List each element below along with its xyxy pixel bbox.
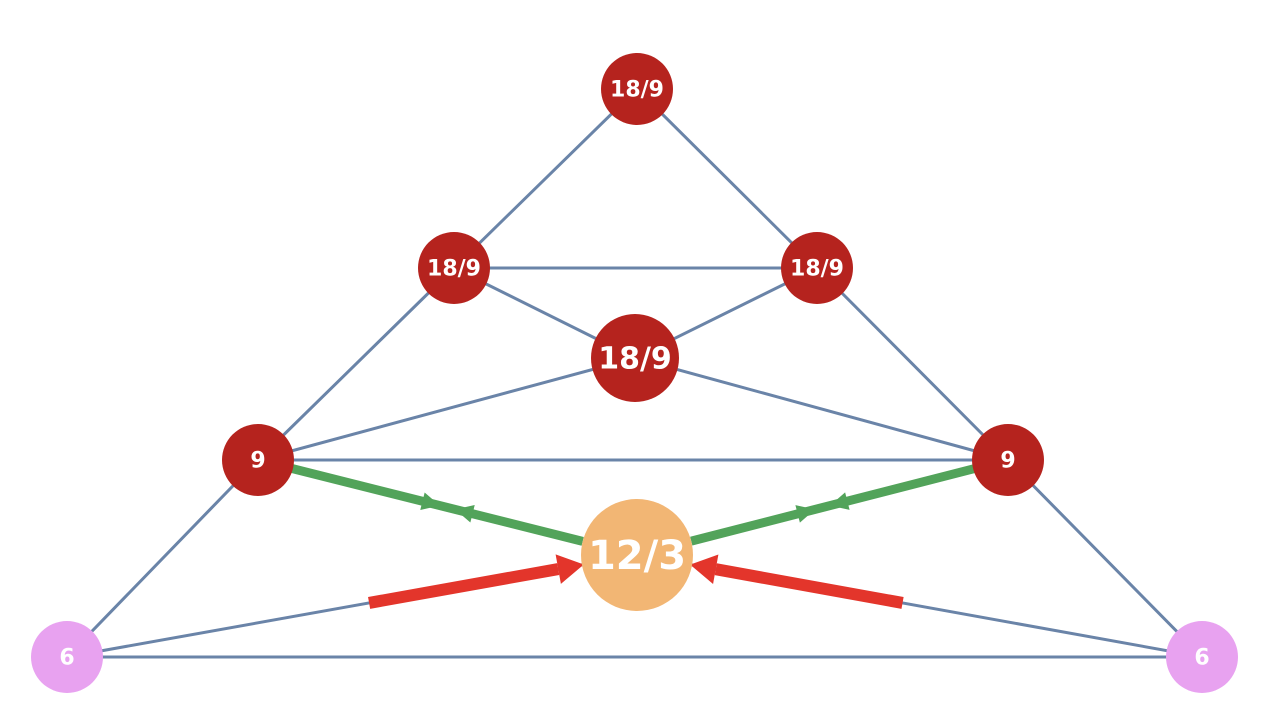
- edge-upper-left-middle-left: [256, 266, 456, 462]
- flow-arrow-head: [555, 554, 584, 584]
- edge-top-upper-left: [452, 87, 639, 270]
- edge-upper-right-middle-right: [815, 266, 1010, 462]
- node-label: 6: [1194, 646, 1209, 671]
- node-circle: [581, 499, 693, 611]
- flow-arrow-forward: [420, 492, 440, 510]
- nodes-layer: 18/9 18/9 18/9 18/9 9 9 12/3 6 6: [31, 53, 1238, 693]
- node-circle: [222, 424, 294, 496]
- node-label: 18/9: [610, 78, 664, 103]
- node-bottom-right: 6: [1166, 621, 1238, 693]
- node-circle: [972, 424, 1044, 496]
- node-label: 6: [59, 646, 74, 671]
- flow-arrow-head: [690, 554, 719, 584]
- node-top: 18/9: [601, 53, 673, 125]
- flow-shaft: [714, 563, 904, 609]
- edge-middle-right-bottom-right: [1006, 458, 1204, 659]
- node-label: 18/9: [790, 257, 844, 282]
- edge-center-middle-right: [634, 356, 1009, 462]
- edge-middle-left-bottom-left: [65, 458, 260, 659]
- node-label: 18/9: [427, 257, 481, 282]
- flow-bottom-right-to-core: [690, 554, 904, 609]
- node-middle-right: 9: [972, 424, 1044, 496]
- node-circle: [31, 621, 103, 693]
- node-label: 9: [1000, 449, 1015, 474]
- node-core: 12/3: [581, 499, 693, 611]
- flow-arrow-backward: [795, 505, 816, 523]
- flow-middle-left-to-core: [289, 463, 584, 546]
- node-label: 9: [250, 449, 265, 474]
- flow-bottom-left-to-core: [368, 554, 584, 609]
- flow-arrow-backward: [455, 505, 475, 523]
- node-circle: [418, 232, 490, 304]
- node-circle: [591, 314, 679, 402]
- flows-layer: [289, 463, 977, 609]
- node-upper-right: 18/9: [781, 232, 853, 304]
- node-bottom-left: 6: [31, 621, 103, 693]
- flow-middle-right-to-core: [690, 464, 977, 546]
- edge-top-upper-right: [635, 87, 819, 270]
- node-label: 12/3: [588, 533, 686, 579]
- node-center: 18/9: [591, 314, 679, 402]
- edge-center-middle-left: [257, 356, 636, 462]
- node-circle: [781, 232, 853, 304]
- node-middle-left: 9: [222, 424, 294, 496]
- flow-arrow-forward: [829, 492, 850, 510]
- node-upper-left: 18/9: [418, 232, 490, 304]
- node-label: 18/9: [598, 342, 672, 377]
- node-circle: [1166, 621, 1238, 693]
- node-circle: [601, 53, 673, 125]
- flow-shaft: [368, 563, 560, 609]
